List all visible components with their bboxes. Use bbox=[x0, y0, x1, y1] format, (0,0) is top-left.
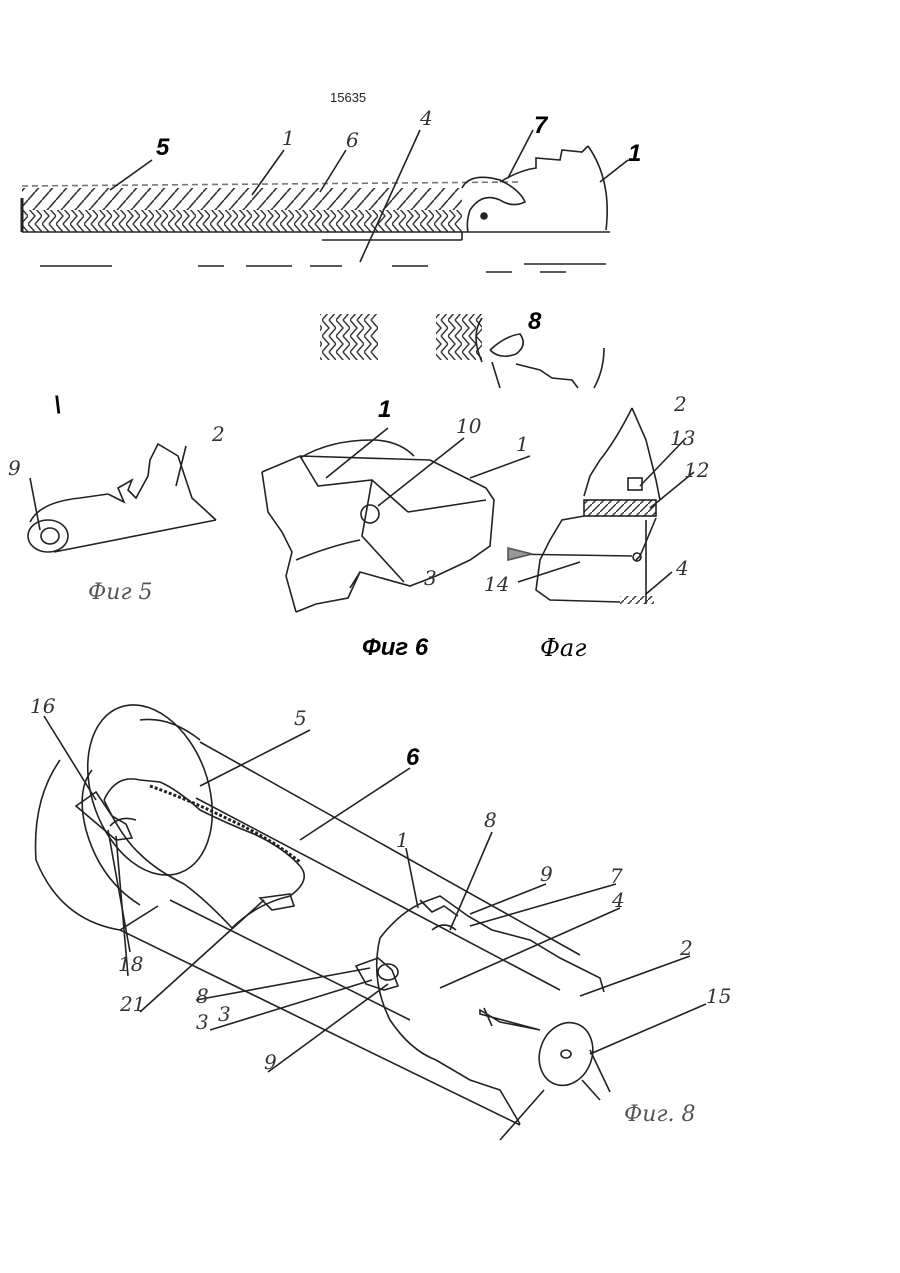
fig8-label-16: 16 bbox=[30, 696, 55, 716]
fig8-caption: Фиг. 8 bbox=[624, 1104, 696, 1126]
fig4-label-5: 5 bbox=[156, 136, 169, 160]
fig7-label-2: 2 bbox=[674, 394, 687, 414]
fig8-label-9: 9 bbox=[540, 864, 553, 884]
fig4-mark: \ bbox=[54, 394, 61, 418]
fig7-label-4: 4 bbox=[676, 558, 689, 578]
fig6-label-10: 10 bbox=[456, 416, 481, 436]
fig8-label-1: 1 bbox=[396, 830, 409, 850]
fig4-label-6: 6 bbox=[346, 130, 359, 150]
fig8-label-8b: 8 bbox=[196, 986, 209, 1006]
fig8-label-15: 15 bbox=[706, 986, 731, 1006]
fig8-label-2: 2 bbox=[680, 938, 693, 958]
fig4-label-1b: 1 bbox=[628, 142, 641, 166]
fig8-label-8: 8 bbox=[484, 810, 497, 830]
fig4-section bbox=[22, 130, 628, 272]
fig5-label-9: 9 bbox=[8, 458, 21, 478]
fig4-label-1: 1 bbox=[282, 128, 295, 148]
fig8-label-5: 5 bbox=[294, 708, 307, 728]
fig6-label-1b: 1 bbox=[516, 434, 529, 454]
fig8-label-9b: 9 bbox=[264, 1052, 277, 1072]
page-number: 15635 bbox=[330, 90, 366, 105]
fig8-assembly bbox=[36, 687, 707, 1140]
fig8-label-3: 3 bbox=[196, 1012, 209, 1032]
fig8-label-4: 4 bbox=[612, 890, 625, 910]
fig8-label-21: 21 bbox=[120, 994, 145, 1014]
fig7-label-13: 13 bbox=[670, 428, 695, 448]
fig7-label-14: 14 bbox=[484, 574, 509, 594]
fig8-label-6: 6 bbox=[406, 746, 419, 770]
fig7-part bbox=[508, 408, 694, 604]
fig7-label-12: 12 bbox=[684, 460, 709, 480]
fig4-detail bbox=[320, 314, 604, 388]
fig4-label-8: 8 bbox=[528, 310, 541, 334]
fig5-label-2: 2 bbox=[212, 424, 225, 444]
fig4-label-7: 7 bbox=[534, 114, 547, 138]
fig5-part bbox=[28, 444, 216, 552]
fig5-caption: Фиг 5 bbox=[88, 582, 153, 604]
fig6-label-3: 3 bbox=[424, 568, 437, 588]
fig6-caption: Фиг 6 bbox=[362, 636, 428, 660]
fig4-label-4: 4 bbox=[420, 108, 433, 128]
fig6-label-1: 1 bbox=[378, 398, 391, 422]
fig7-caption: Фаг bbox=[540, 636, 586, 660]
fig8-label-3b: 3 bbox=[218, 1004, 231, 1024]
fig8-label-7: 7 bbox=[610, 866, 623, 886]
fig8-label-18: 18 bbox=[118, 954, 143, 974]
